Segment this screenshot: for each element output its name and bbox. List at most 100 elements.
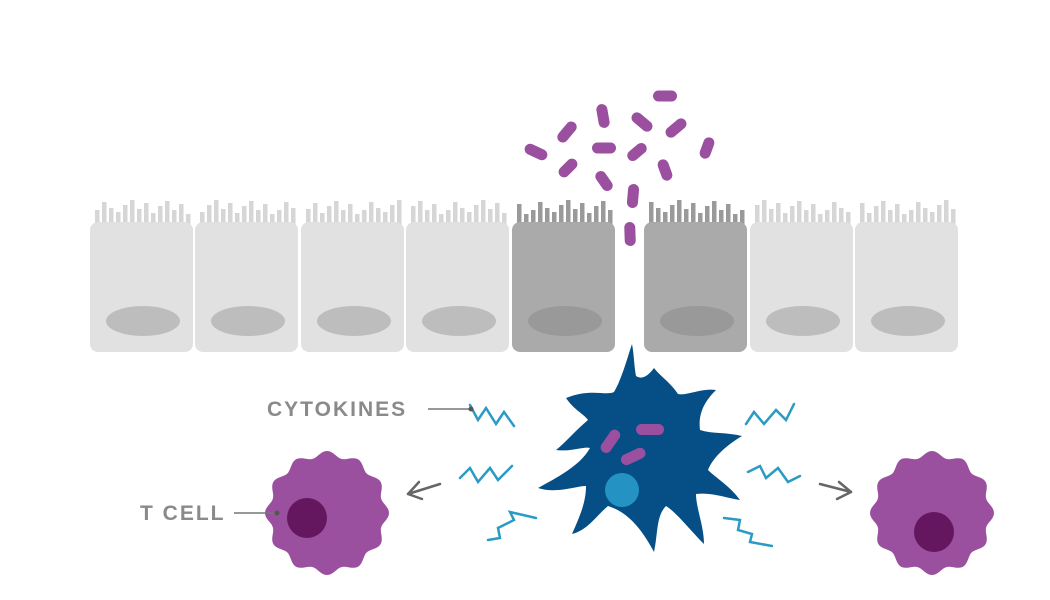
microvillus <box>783 213 788 226</box>
microvillus <box>677 200 682 226</box>
microvillus <box>524 214 529 226</box>
microvillus <box>355 214 360 226</box>
microvillus <box>881 201 886 226</box>
microvillus <box>376 208 381 226</box>
microvillus <box>137 209 142 226</box>
microvillus <box>495 203 500 226</box>
bacteria-group <box>524 90 715 246</box>
microvillus <box>263 204 268 226</box>
microvillus <box>776 203 781 226</box>
microvillus <box>559 205 564 226</box>
epithelial-cell <box>855 200 958 352</box>
microvillus <box>95 210 100 226</box>
microvillus <box>270 214 275 226</box>
microvillus <box>214 200 219 226</box>
bacterium <box>699 137 715 159</box>
microvillus <box>186 214 191 226</box>
cytokine-signal <box>458 464 514 485</box>
microvillus <box>207 205 212 226</box>
microvillus <box>545 208 550 226</box>
microvillus <box>235 213 240 226</box>
bacterium <box>596 104 610 128</box>
microvillus <box>587 213 592 226</box>
cell-nucleus <box>211 306 285 336</box>
microvillus <box>916 202 921 226</box>
microvillus <box>755 205 760 226</box>
microvillus <box>172 210 177 226</box>
microvillus <box>320 213 325 226</box>
microvillus <box>909 210 914 226</box>
microvillus <box>691 203 696 226</box>
microvillus <box>860 203 865 226</box>
microvillus <box>566 200 571 226</box>
microvillus <box>895 204 900 226</box>
microvillus <box>762 200 767 226</box>
microvillus <box>951 209 956 226</box>
cytokine-signals <box>458 402 802 548</box>
microvillus <box>740 210 745 226</box>
engulfed-bacterium <box>600 429 621 453</box>
microvillus <box>144 203 149 226</box>
dendritic-cell <box>538 344 742 552</box>
bacterium <box>595 170 613 192</box>
microvillus <box>453 202 458 226</box>
cytokine-signal <box>744 402 796 426</box>
bacterium <box>627 142 647 162</box>
bacterium <box>524 143 548 161</box>
cell-nucleus <box>766 306 840 336</box>
microvillus <box>256 210 261 226</box>
epithelial-cell <box>90 200 193 352</box>
microvillus <box>874 206 879 226</box>
microvillus <box>291 208 296 226</box>
microvillus <box>937 205 942 226</box>
microvillus <box>552 212 557 226</box>
microvillus <box>116 212 121 226</box>
cell-nucleus <box>660 306 734 336</box>
dendritic-cell-nucleus <box>605 473 639 507</box>
microvillus <box>923 208 928 226</box>
t-cell-label: T CELL <box>140 502 226 525</box>
cell-nucleus <box>106 306 180 336</box>
microvillus <box>608 210 613 226</box>
epithelial-layer <box>90 200 958 352</box>
bacterium <box>592 142 616 154</box>
microvillus <box>804 210 809 226</box>
damaged-epithelial-cell <box>512 200 615 352</box>
bacterium <box>626 184 640 208</box>
microvillus <box>102 202 107 226</box>
microvillus <box>846 212 851 226</box>
engulfed-bacterium <box>620 447 646 466</box>
microvillus <box>109 208 114 226</box>
microvillus <box>446 210 451 226</box>
cytokine-signal <box>722 516 774 548</box>
microvillus <box>733 214 738 226</box>
t-cell-nucleus <box>287 498 327 538</box>
microvillus <box>306 209 311 226</box>
microvillus <box>249 201 254 226</box>
microvillus <box>601 201 606 226</box>
microvillus <box>594 206 599 226</box>
microvillus <box>277 210 282 226</box>
cytokine-signal <box>486 510 538 542</box>
bacterium <box>665 118 687 138</box>
microvillus <box>425 210 430 226</box>
epithelial-cell <box>750 200 853 352</box>
microvillus <box>313 203 318 226</box>
epithelial-cell <box>406 200 509 352</box>
microvillus <box>284 202 289 226</box>
damaged-epithelial-cell <box>644 200 747 352</box>
microvillus <box>719 210 724 226</box>
microvillus <box>397 200 402 226</box>
microvillus <box>944 200 949 226</box>
microvillus <box>531 210 536 226</box>
cytokines-label: CYTOKINES <box>267 398 407 421</box>
microvillus <box>474 205 479 226</box>
t-cell-leader-dot <box>274 510 280 516</box>
microvillus <box>390 205 395 226</box>
microvillus <box>684 209 689 226</box>
microvillus <box>930 212 935 226</box>
microvillus <box>769 209 774 226</box>
microvillus <box>818 214 823 226</box>
microvillus <box>158 206 163 226</box>
arrow-right <box>818 480 853 501</box>
